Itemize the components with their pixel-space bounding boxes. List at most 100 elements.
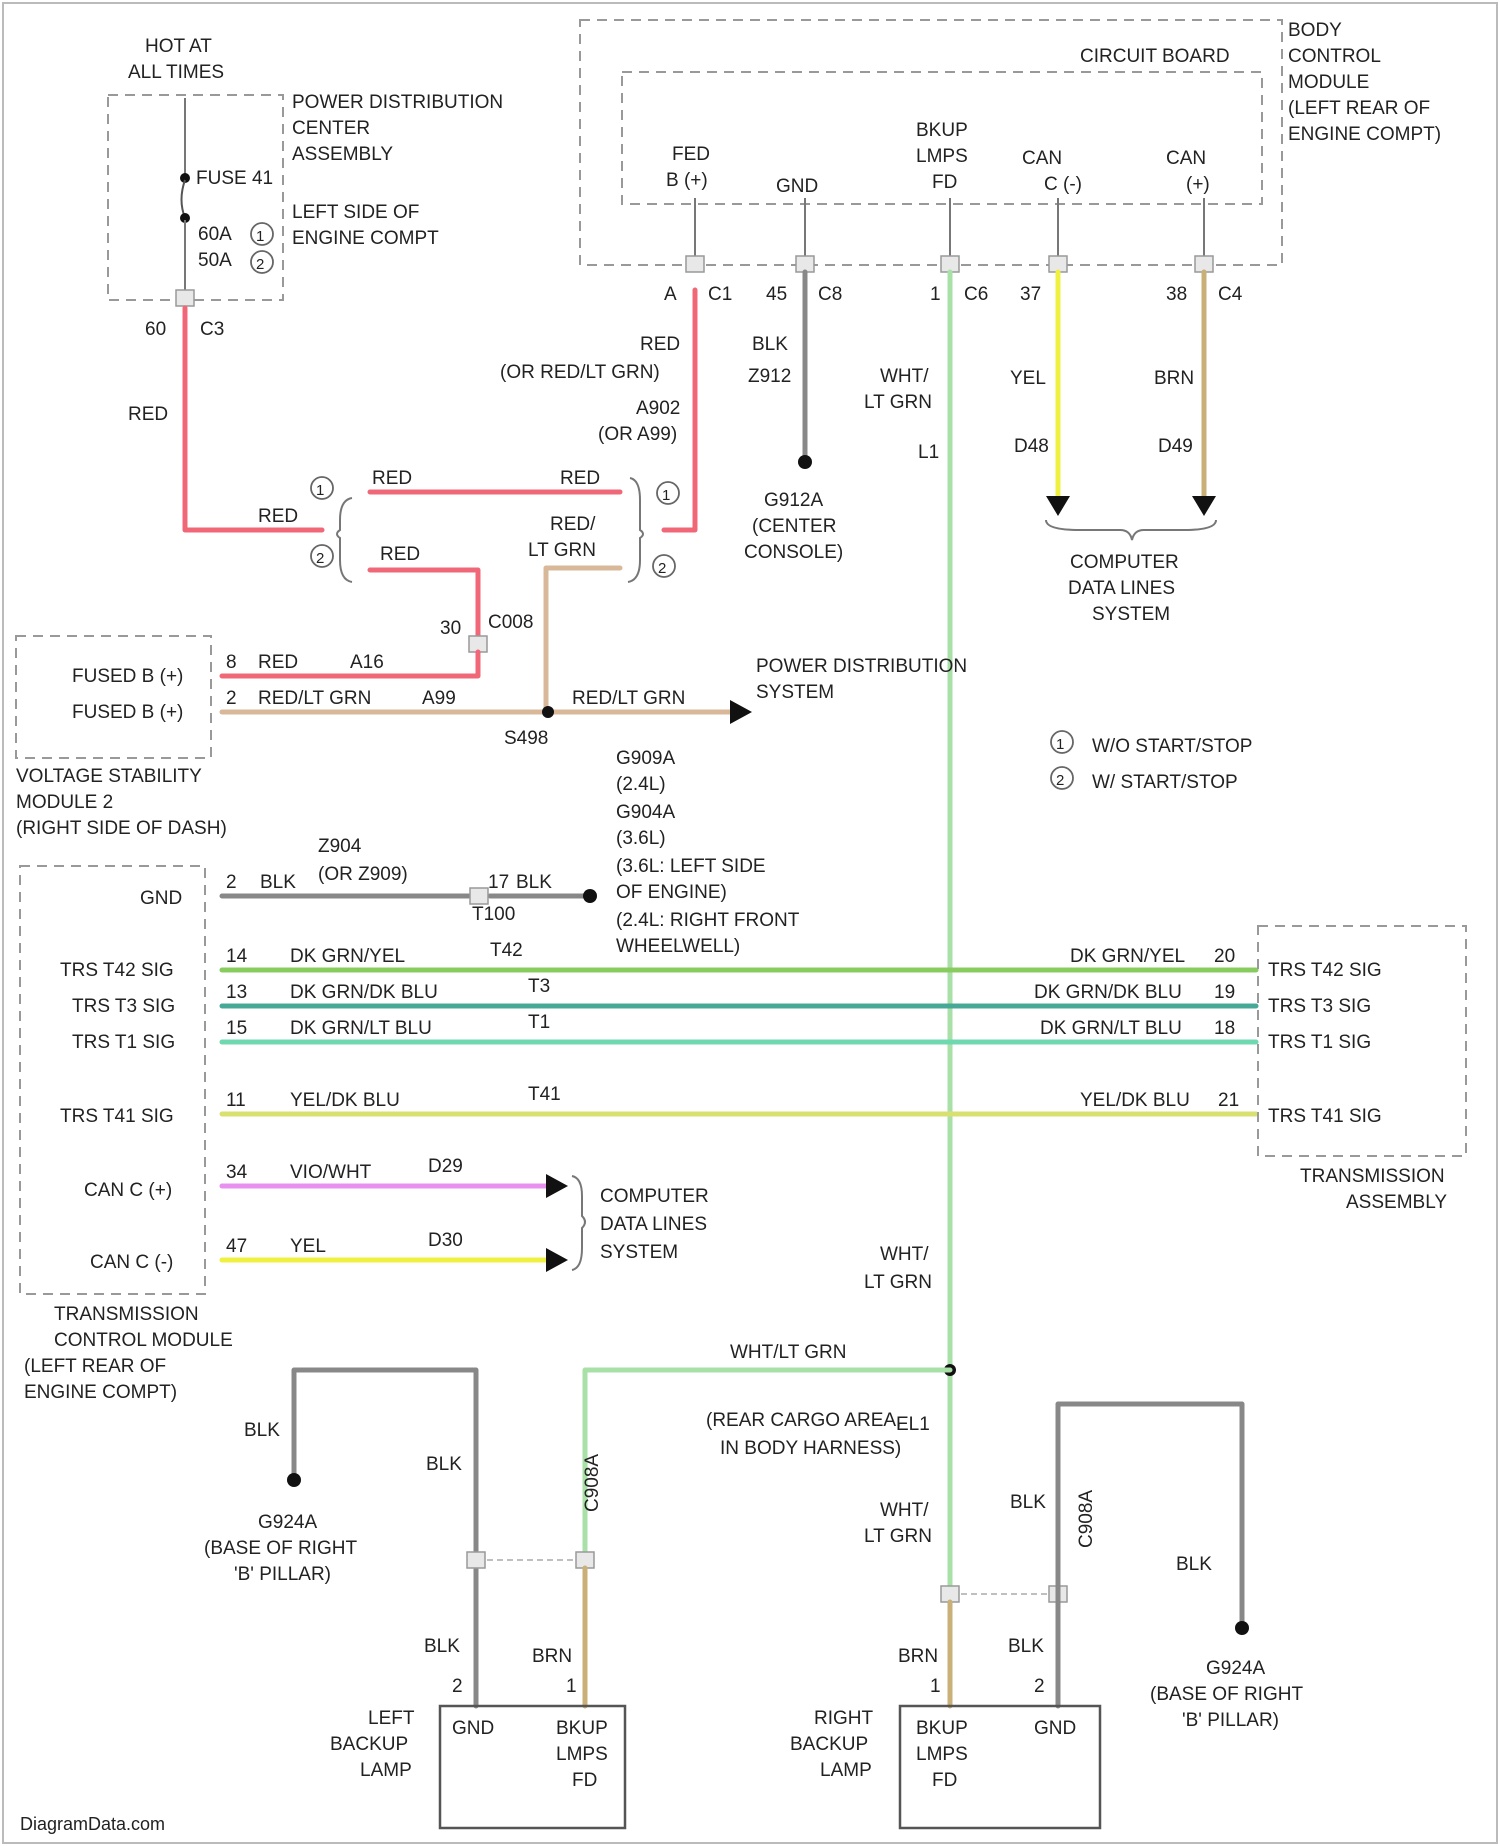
variant-1-marker-left-text: 1 <box>316 482 324 499</box>
bcm-label-2: CONTROL <box>1288 46 1381 67</box>
variant-1-marker-text: 1 <box>256 228 264 245</box>
a99-label: A99 <box>422 688 456 709</box>
blk-right-ground-label-2: BLK <box>1176 1554 1212 1575</box>
or-red-lt-grn-label: (OR RED/LT GRN) <box>500 362 660 383</box>
red-bcm-wire-label: RED <box>640 334 680 355</box>
red-wire-label-b: RED <box>372 468 412 489</box>
blk-left-ground-label: BLK <box>244 1420 280 1441</box>
d48-label: D48 <box>1014 436 1049 457</box>
fuse-symbol <box>182 180 186 218</box>
right-lamp-bkup-label-3: FD <box>932 1770 957 1791</box>
power-distribution-arrow-icon <box>730 700 752 724</box>
bcm-label-5: ENGINE COMPT) <box>1288 124 1441 145</box>
trans-trs-t3-label: TRS T3 SIG <box>1268 996 1371 1017</box>
ground-g909a-icon <box>583 889 597 903</box>
connector-c3 <box>176 290 194 306</box>
tcm-trs-t42-label: TRS T42 SIG <box>60 960 174 981</box>
pdc-label-2: CENTER <box>292 118 370 139</box>
ground-g924a-right-label-2: (BASE OF RIGHT <box>1150 1684 1303 1705</box>
pin-38-label: 38 <box>1166 284 1187 305</box>
pin-18-label: 18 <box>1214 1018 1235 1039</box>
cdl-bracket-top <box>1046 520 1216 540</box>
brn-can-arrow-icon <box>1192 496 1216 516</box>
dk-grn-yel-label: DK GRN/YEL <box>290 946 405 967</box>
cdl-label-bottom-2: DATA LINES <box>600 1214 707 1235</box>
pin-34-label: 34 <box>226 1162 248 1183</box>
red-feed-wire-label: RED <box>128 404 168 425</box>
cdl-bracket-bottom <box>572 1176 585 1270</box>
red-lt-grn-label-2: LT GRN <box>528 540 596 561</box>
pin-14-label: 14 <box>226 946 248 967</box>
t42-label: T42 <box>490 940 523 961</box>
bcm-gnd-label: GND <box>776 176 818 197</box>
red-lt-grn-label: RED/ <box>550 514 596 535</box>
g909a-label-5: (3.6L: LEFT SIDE <box>616 856 766 877</box>
legend-1-number: 1 <box>1056 736 1064 753</box>
wht-lt-grn-label-2: LT GRN <box>864 392 932 413</box>
fed-b-label-2: B (+) <box>666 170 708 191</box>
transmission-control-module-box <box>20 866 205 1294</box>
trans-trs-t41-label: TRS T41 SIG <box>1268 1106 1382 1127</box>
cdl-label-bottom-3: SYSTEM <box>600 1242 678 1263</box>
left-backup-lamp-label-3: LAMP <box>360 1760 412 1781</box>
pin-1-label: 1 <box>930 284 941 305</box>
power-distribution-system-label: POWER DISTRIBUTION <box>756 656 967 677</box>
right-lamp-gnd-label: GND <box>1034 1718 1076 1739</box>
blk-right-ground-label: BLK <box>1010 1492 1046 1513</box>
variant-2-marker-left-text: 2 <box>316 550 324 567</box>
ground-g912a-icon <box>798 455 812 469</box>
trans-trs-t1-label: TRS T1 SIG <box>1268 1032 1371 1053</box>
pin-11-label: 11 <box>226 1090 246 1111</box>
power-distribution-system-label-2: SYSTEM <box>756 682 834 703</box>
t1-label: T1 <box>528 1012 550 1033</box>
connector-c1 <box>686 256 704 272</box>
pin-2-vsm-label: 2 <box>226 688 237 709</box>
hot-at-all-times-label-2: ALL TIMES <box>128 62 224 83</box>
variant-2-marker-right-text: 2 <box>658 560 666 577</box>
connector-c1-label: C1 <box>708 284 732 305</box>
brn-right-lamp-label: BRN <box>898 1646 938 1667</box>
a902-label: A902 <box>636 398 680 419</box>
dk-grn-lt-blu-label: DK GRN/LT BLU <box>290 1018 432 1039</box>
red-lt-grn-out-label: RED/LT GRN <box>572 688 685 709</box>
splice-el1-label-2: (REAR CARGO AREA, <box>706 1410 901 1431</box>
yel-dk-blu-right-label: YEL/DK BLU <box>1080 1090 1190 1111</box>
tcm-label-2: CONTROL MODULE <box>54 1330 233 1351</box>
pin-2-left-lamp-label: 2 <box>452 1676 463 1697</box>
wht-lt-grn-label: WHT/ <box>880 366 929 387</box>
legend-with-start-stop: W/ START/STOP <box>1092 772 1238 793</box>
g909a-label-4: (3.6L) <box>616 828 666 849</box>
splice-s498-label: S498 <box>504 728 548 749</box>
blk-wire-label: BLK <box>752 334 788 355</box>
connector-c908a-left-gnd <box>467 1552 485 1568</box>
transmission-assembly-label: TRANSMISSION <box>1300 1166 1445 1187</box>
wht-lt-grn-right-label: WHT/ <box>880 1500 929 1521</box>
red-wire-to-c008 <box>370 570 478 650</box>
pin-21-label: 21 <box>1218 1090 1239 1111</box>
ground-g924a-right-icon <box>1235 1621 1249 1635</box>
z904-label: Z904 <box>318 836 362 857</box>
g909a-label-3: G904A <box>616 802 675 823</box>
l1-circuit-label: L1 <box>918 442 939 463</box>
left-lamp-bkup-label: BKUP <box>556 1718 608 1739</box>
ground-g924a-left-label-3: 'B' PILLAR) <box>234 1564 331 1585</box>
vsm-label-2: MODULE 2 <box>16 792 113 813</box>
variant-bracket-left <box>337 498 352 582</box>
red-a16-label: RED <box>258 652 298 673</box>
tcm-trs-t3-label: TRS T3 SIG <box>72 996 175 1017</box>
trans-trs-t42-label: TRS T42 SIG <box>1268 960 1382 981</box>
bcm-bkup-label-2: LMPS <box>916 146 968 167</box>
connector-c008-label: C008 <box>488 612 533 633</box>
bcm-can-c-plus-label-2: (+) <box>1186 174 1210 195</box>
pin-a-label: A <box>664 284 677 305</box>
tcm-can-c-minus-label: CAN C (-) <box>90 1252 173 1273</box>
legend-without-start-stop: W/O START/STOP <box>1092 736 1252 757</box>
bcm-bkup-label: BKUP <box>916 120 968 141</box>
splice-el1-label-3: IN BODY HARNESS) <box>720 1438 901 1459</box>
right-lamp-bkup-label: BKUP <box>916 1718 968 1739</box>
yel-dk-blu-label: YEL/DK BLU <box>290 1090 400 1111</box>
dk-grn-yel-right-label: DK GRN/YEL <box>1070 946 1185 967</box>
a16-label: A16 <box>350 652 384 673</box>
dk-grn-lt-blu-right-label: DK GRN/LT BLU <box>1040 1018 1182 1039</box>
d29-label: D29 <box>428 1156 463 1177</box>
